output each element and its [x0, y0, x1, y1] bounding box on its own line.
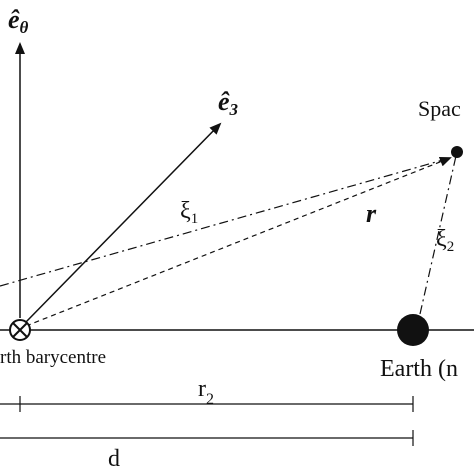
d-label: d: [108, 446, 120, 472]
xi1-label: ξ1: [180, 198, 198, 227]
d-dimension: [0, 430, 414, 446]
e3-label: ê3: [218, 87, 239, 119]
e-theta-label: êθ: [8, 5, 29, 37]
earth-label: Earth (n: [380, 356, 458, 382]
spacecraft-dot-icon: [451, 146, 463, 158]
xi2-label: ξ2: [436, 226, 454, 255]
xi2-line: [419, 155, 457, 315]
spacecraft-label: Spac: [418, 96, 461, 121]
filled-circle-icon: [397, 314, 429, 346]
barycentre-label: rth barycentre: [0, 347, 106, 368]
circle-cross-icon: [9, 319, 31, 341]
e3-arrow: [25, 122, 222, 323]
r-vector: [25, 157, 452, 327]
r-vector-label: r: [366, 199, 377, 228]
xi1-line: [0, 157, 451, 287]
r2-dimension: [0, 396, 414, 412]
r2-label: r2: [198, 376, 214, 408]
